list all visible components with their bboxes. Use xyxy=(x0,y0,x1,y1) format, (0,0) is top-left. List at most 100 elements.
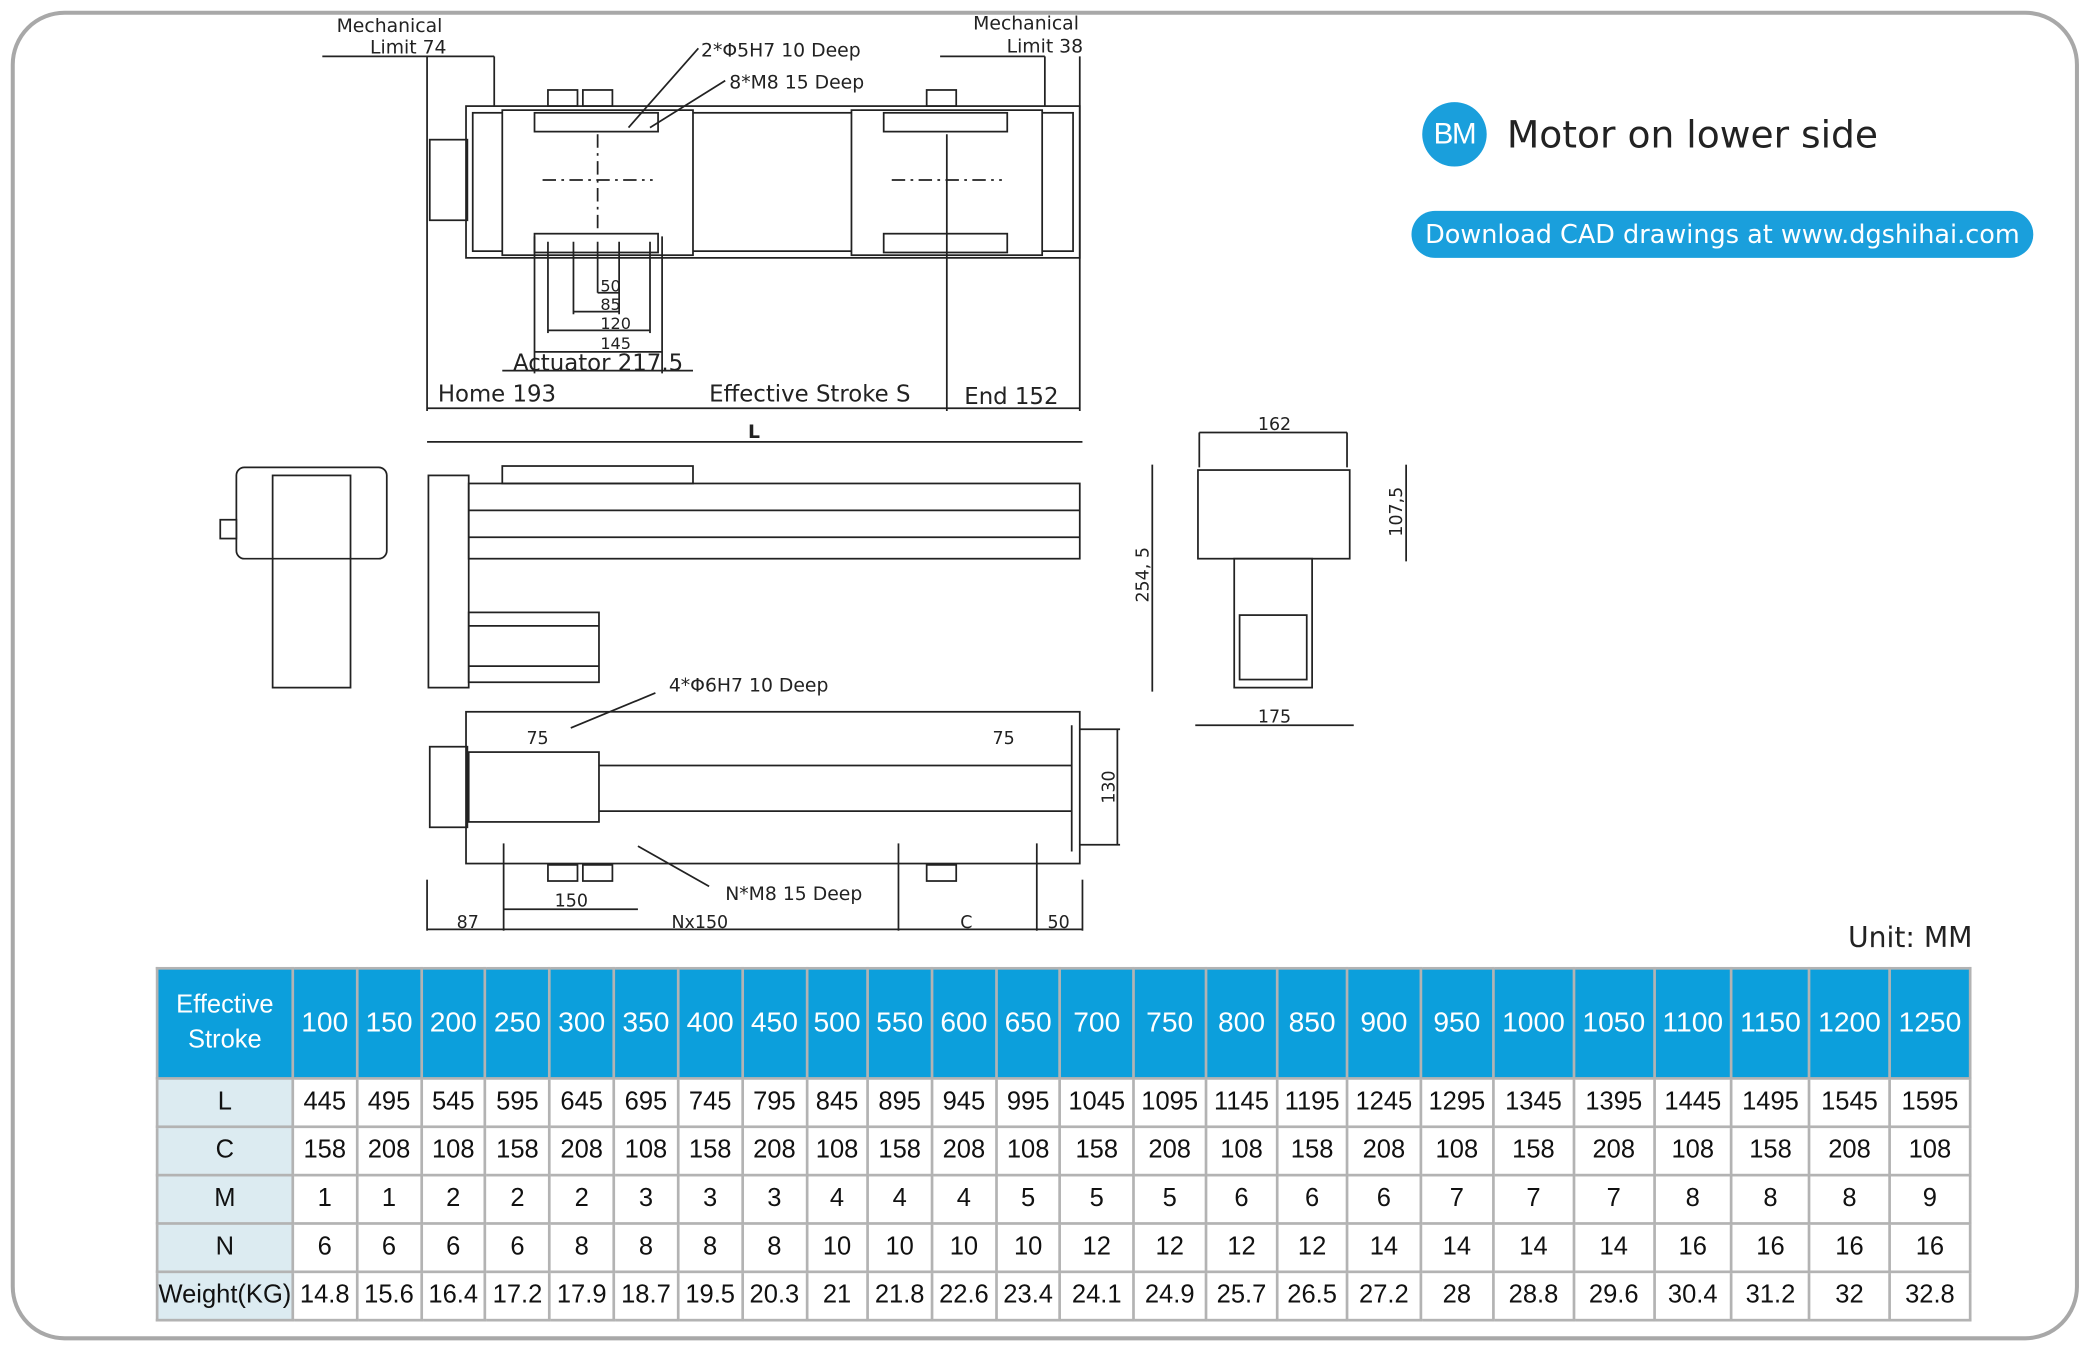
table-cell: 108 xyxy=(994,1125,1062,1177)
table-cell: 7 xyxy=(1419,1173,1495,1225)
table-cell: 24.1 xyxy=(1058,1270,1135,1322)
actuator-label: Actuator 217.5 xyxy=(513,351,683,377)
dim-50: 50 xyxy=(600,276,621,295)
table-cell: 6 xyxy=(1204,1173,1279,1225)
table-cell: 17.9 xyxy=(548,1270,616,1322)
row-label: N xyxy=(155,1222,294,1274)
header-line-1: Effective xyxy=(176,991,274,1020)
table-cell: 208 xyxy=(1131,1125,1208,1177)
dim-50-end: 50 xyxy=(1048,913,1070,933)
stroke-header: 950 xyxy=(1419,966,1495,1080)
table-cell: 158 xyxy=(1058,1125,1135,1177)
table-cell: 1 xyxy=(291,1173,359,1225)
stroke-header: 750 xyxy=(1131,966,1208,1080)
table-cell: 158 xyxy=(1275,1125,1349,1177)
table-cell: 9 xyxy=(1888,1173,1972,1225)
table-cell: 6 xyxy=(484,1222,551,1274)
bottom-view xyxy=(426,692,1121,931)
table-cell: 12 xyxy=(1058,1222,1135,1274)
mech-limit-left-2: Limit 74 xyxy=(370,38,447,59)
table-cell: 108 xyxy=(612,1125,680,1177)
row-label: Weight(KG) xyxy=(155,1270,294,1322)
side-view xyxy=(219,440,1083,689)
table-cell: 1 xyxy=(355,1173,423,1225)
stroke-header: 250 xyxy=(484,966,551,1080)
stroke-header: 550 xyxy=(866,966,934,1080)
table-cell: 32 xyxy=(1808,1270,1891,1322)
table-cell: 945 xyxy=(930,1077,998,1129)
stroke-header: 300 xyxy=(548,966,616,1080)
table-cell: 16 xyxy=(1808,1222,1891,1274)
table-cell: 895 xyxy=(866,1077,934,1129)
mech-limit-left-1: Mechanical xyxy=(337,16,443,37)
table-cell: 8 xyxy=(1652,1173,1733,1225)
table-cell: 208 xyxy=(1346,1125,1422,1177)
table-cell: 28.8 xyxy=(1491,1270,1575,1322)
table-cell: 108 xyxy=(419,1125,487,1177)
table-cell: 16 xyxy=(1730,1222,1811,1274)
table-cell: 108 xyxy=(1652,1125,1733,1177)
dim-145: 145 xyxy=(600,334,631,353)
table-cell: 30.4 xyxy=(1652,1270,1733,1322)
dim-107-5: 107,5 xyxy=(1387,487,1407,537)
table-cell: 10 xyxy=(930,1222,998,1274)
table-cell: 23.4 xyxy=(994,1270,1062,1322)
table-cell: 108 xyxy=(1888,1125,1972,1177)
stroke-header: 600 xyxy=(930,966,998,1080)
table-cell: 1395 xyxy=(1572,1077,1656,1129)
table-cell: 5 xyxy=(1058,1173,1135,1225)
table-cell: 27.2 xyxy=(1346,1270,1422,1322)
download-cad-button[interactable]: Download CAD drawings at www.dgshihai.co… xyxy=(1411,210,2034,258)
stroke-header: 400 xyxy=(676,966,744,1080)
dim-75-right: 75 xyxy=(992,729,1014,749)
table-cell: 208 xyxy=(1572,1125,1656,1177)
table-cell: 2 xyxy=(419,1173,487,1225)
stroke-header: 100 xyxy=(291,966,359,1080)
table-cell: 695 xyxy=(612,1077,680,1129)
dim-c: C xyxy=(960,913,972,933)
table-cell: 108 xyxy=(805,1125,869,1177)
table-cell: 995 xyxy=(994,1077,1062,1129)
table-cell: 845 xyxy=(805,1077,869,1129)
table-cell: 745 xyxy=(676,1077,744,1129)
dim-nx150: Nx150 xyxy=(672,913,729,933)
table-cell: 21 xyxy=(805,1270,869,1322)
mech-limit-right-1: Mechanical xyxy=(973,14,1079,35)
mech-limit-right-2: Limit 38 xyxy=(1007,36,1084,57)
table-cell: 158 xyxy=(291,1125,359,1177)
table-cell: 108 xyxy=(1204,1125,1279,1177)
stroke-header: 850 xyxy=(1275,966,1349,1080)
table-cell: 445 xyxy=(291,1077,359,1129)
stroke-header: 650 xyxy=(994,966,1062,1080)
table-cell: 29.6 xyxy=(1572,1270,1656,1322)
stroke-header: 450 xyxy=(740,966,808,1080)
base-pin-label: 4*Φ6H7 10 Deep xyxy=(669,676,829,697)
table-cell: 1495 xyxy=(1730,1077,1811,1129)
table-cell: 208 xyxy=(355,1125,423,1177)
top-view xyxy=(322,47,1081,411)
table-cell: 14 xyxy=(1346,1222,1422,1274)
base-thread-label: N*M8 15 Deep xyxy=(725,884,862,905)
table-cell: 8 xyxy=(548,1222,616,1274)
table-cell: 17.2 xyxy=(484,1270,551,1322)
table-cell: 32.8 xyxy=(1888,1270,1972,1322)
stroke-header: 150 xyxy=(355,966,423,1080)
table-cell: 158 xyxy=(866,1125,934,1177)
stroke-header: 1150 xyxy=(1730,966,1811,1080)
table-cell: 2 xyxy=(548,1173,616,1225)
table-cell: 21.8 xyxy=(866,1270,934,1322)
table-cell: 5 xyxy=(1131,1173,1208,1225)
bm-badge: BM xyxy=(1422,102,1487,167)
table-cell: 6 xyxy=(419,1222,487,1274)
table-cell: 24.9 xyxy=(1131,1270,1208,1322)
table-cell: 16 xyxy=(1652,1222,1733,1274)
table-cell: 7 xyxy=(1572,1173,1656,1225)
table-cell: 12 xyxy=(1204,1222,1279,1274)
table-cell: 158 xyxy=(676,1125,744,1177)
table-cell: 5 xyxy=(994,1173,1062,1225)
home-label: Home 193 xyxy=(438,382,556,408)
table-cell: 3 xyxy=(612,1173,680,1225)
technical-drawing: Mechanical Limit 74 Mechanical Limit 38 … xyxy=(219,14,1407,933)
